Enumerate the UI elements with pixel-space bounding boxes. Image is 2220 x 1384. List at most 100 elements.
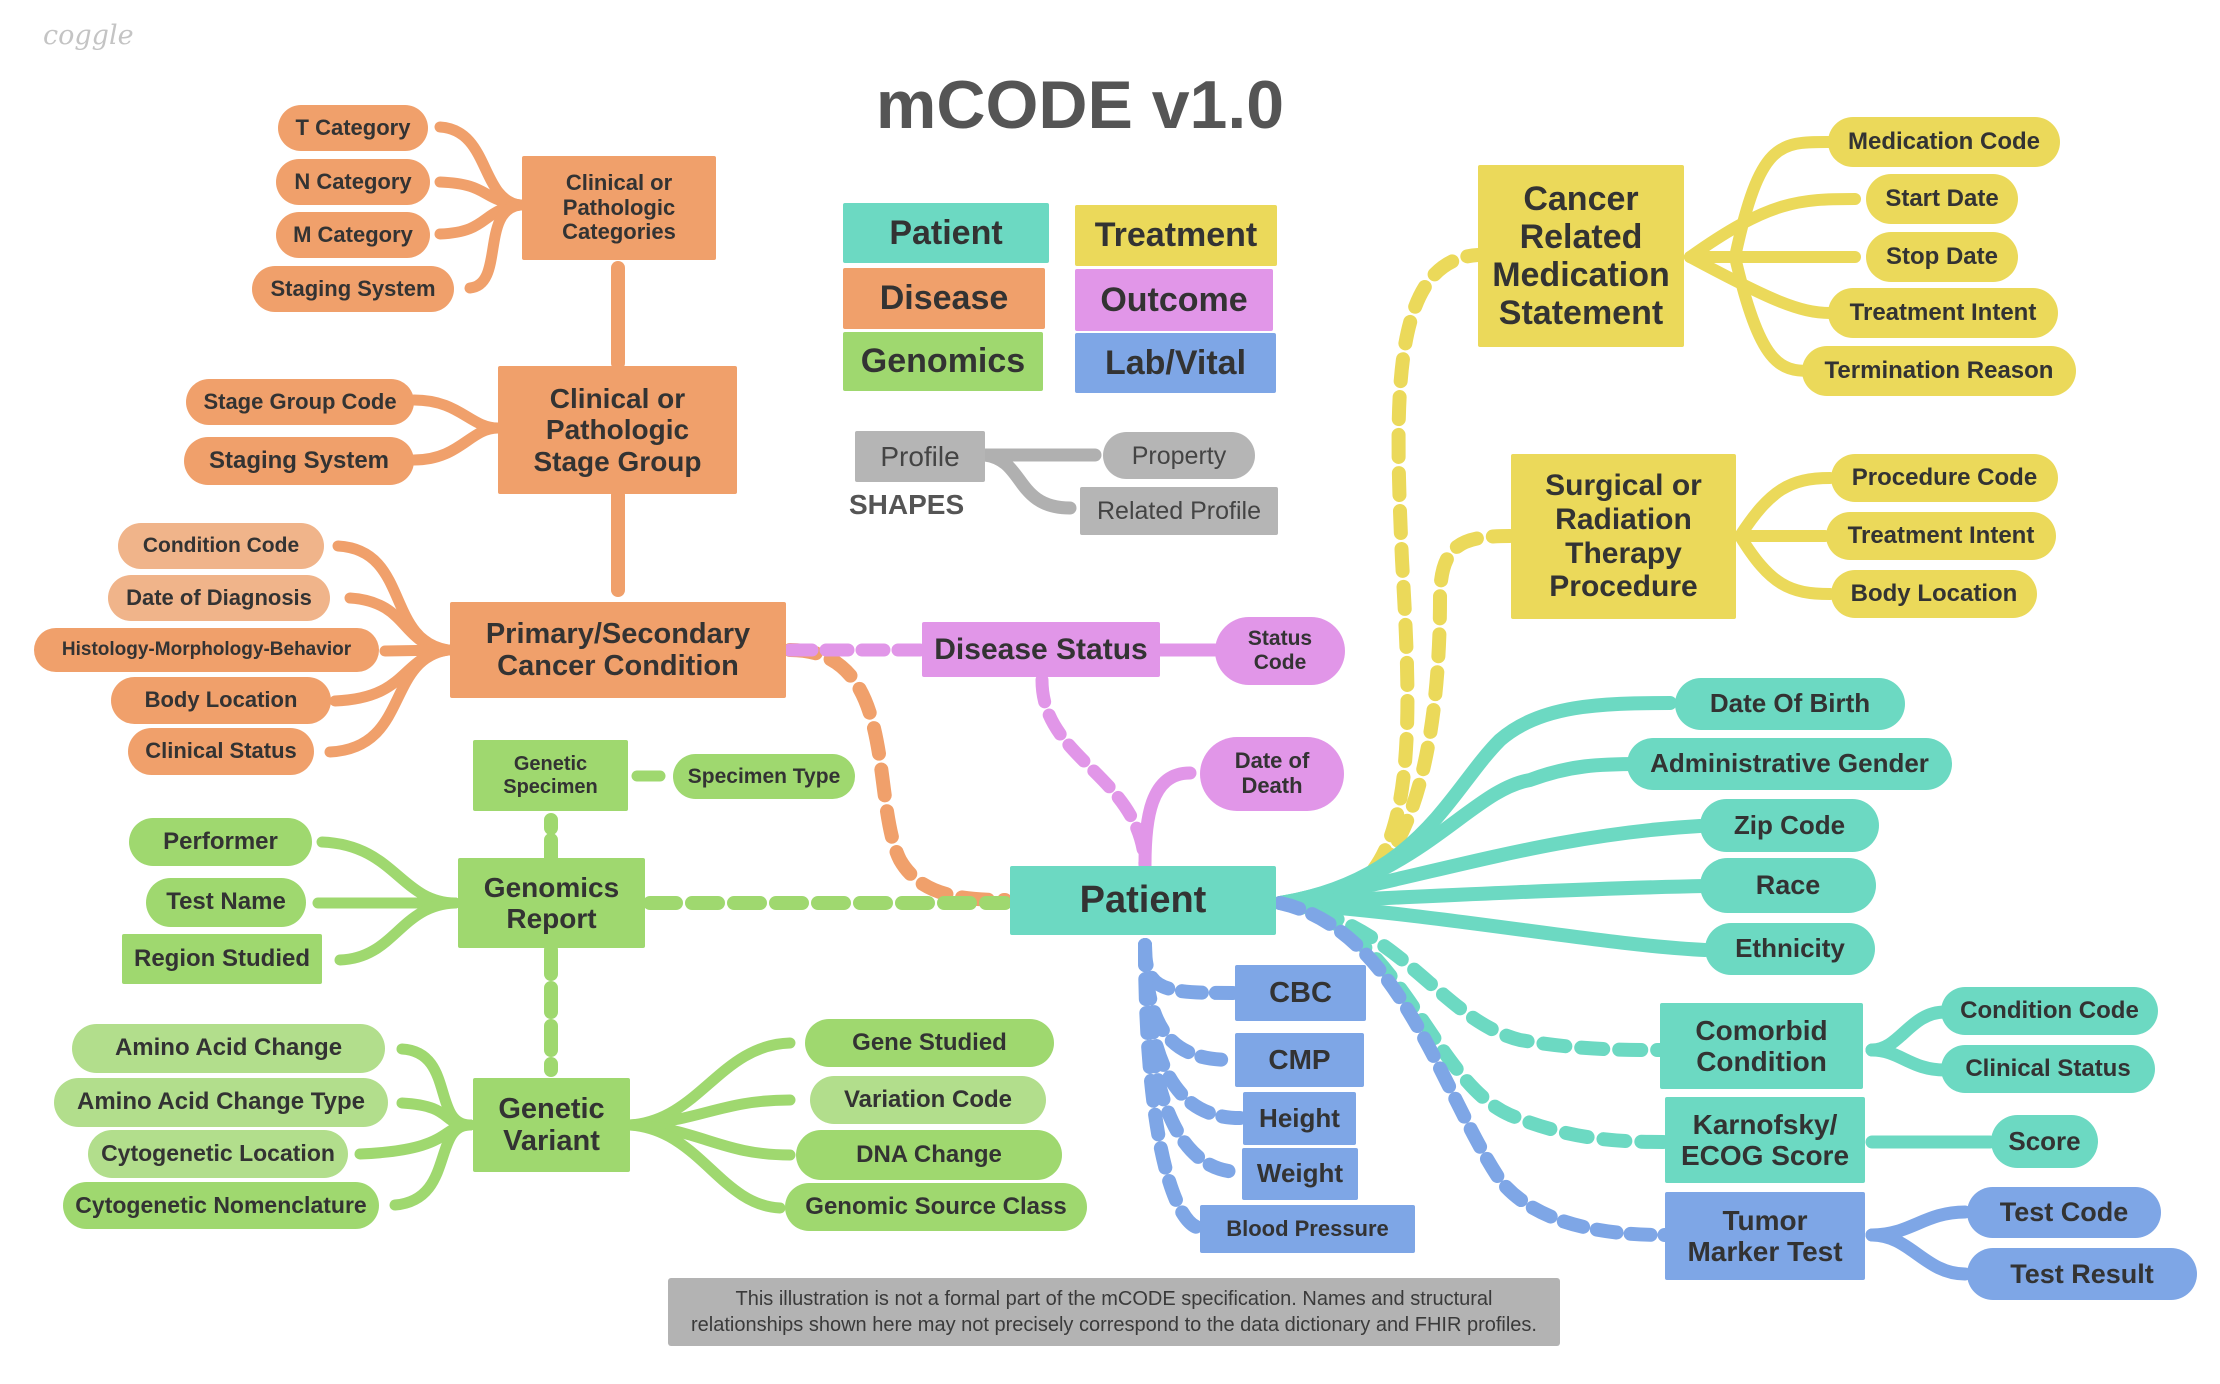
node-date-of-death[interactable]: Date of Death xyxy=(1200,737,1344,811)
node-test-code[interactable]: Test Code xyxy=(1967,1187,2161,1238)
node-cytogenetic-location[interactable]: Cytogenetic Location xyxy=(88,1130,348,1178)
node-termination-reason[interactable]: Termination Reason xyxy=(1802,346,2076,396)
legend-patient: Patient xyxy=(843,203,1049,263)
node-variation-code[interactable]: Variation Code xyxy=(810,1076,1046,1124)
node-procedure-code[interactable]: Procedure Code xyxy=(1831,454,2058,502)
node-comorbid-condition[interactable]: Comorbid Condition xyxy=(1660,1003,1863,1089)
edge-patient-cbc xyxy=(1138,938,1240,1000)
node-m-category[interactable]: M Category xyxy=(276,212,430,258)
node-zip-code[interactable]: Zip Code xyxy=(1700,799,1879,852)
node-stage-group-code[interactable]: Stage Group Code xyxy=(186,379,414,425)
node-administrative-gender[interactable]: Administrative Gender xyxy=(1627,738,1952,790)
edge-patient-surgical xyxy=(1338,529,1517,900)
node-amino-acid-change-type[interactable]: Amino Acid Change Type xyxy=(54,1078,388,1127)
edge-staging-system-2 xyxy=(408,422,504,466)
node-n-category[interactable]: N Category xyxy=(276,159,430,205)
node-performer[interactable]: Performer xyxy=(129,818,312,866)
node-stop-date[interactable]: Stop Date xyxy=(1866,232,2018,282)
node-treatment-intent-surgical[interactable]: Treatment Intent xyxy=(1826,512,2056,560)
node-status-code[interactable]: Status Code xyxy=(1215,617,1345,685)
node-tumor-marker-test[interactable]: Tumor Marker Test xyxy=(1665,1192,1865,1280)
node-clinical-pathologic-stage-group[interactable]: Clinical or Pathologic Stage Group xyxy=(498,366,737,494)
node-weight[interactable]: Weight xyxy=(1242,1148,1358,1200)
edge-administrative-gender xyxy=(1273,757,1647,910)
node-specimen-type[interactable]: Specimen Type xyxy=(673,754,855,799)
node-genetic-variant[interactable]: Genetic Variant xyxy=(473,1078,630,1172)
legend-related-profile-shape: Related Profile xyxy=(1080,487,1278,535)
legend-profile-shape: Profile xyxy=(855,431,985,482)
node-clinical-status-c[interactable]: Clinical Status xyxy=(1941,1045,2155,1093)
legend-shapes-label: SHAPES xyxy=(849,489,965,520)
legend-lab-vital: Lab/Vital xyxy=(1075,333,1276,393)
node-score[interactable]: Score xyxy=(1991,1115,2098,1168)
node-clinical-pathologic-categories[interactable]: Clinical or Pathologic Categories xyxy=(522,156,716,260)
node-test-result[interactable]: Test Result xyxy=(1967,1248,2197,1300)
edge-body-location-s xyxy=(1734,530,1836,600)
node-ethnicity[interactable]: Ethnicity xyxy=(1705,923,1875,975)
legend-genomics: Genomics xyxy=(843,332,1043,391)
edge-zip-code xyxy=(1273,819,1707,910)
edge-comorbid-clinical-status xyxy=(1865,1043,1952,1077)
legend-property-shape: Property xyxy=(1103,432,1255,479)
edge-cytogenetic-nomenclature xyxy=(389,1119,476,1211)
node-body-location-d[interactable]: Body Location xyxy=(111,677,331,724)
node-dna-change[interactable]: DNA Change xyxy=(796,1130,1062,1180)
node-primary-secondary-cancer-condition[interactable]: Primary/Secondary Cancer Condition xyxy=(450,602,786,698)
node-date-of-birth[interactable]: Date Of Birth xyxy=(1675,678,1905,730)
node-cancer-related-medication-statement[interactable]: Cancer Related Medication Statement xyxy=(1478,165,1684,347)
node-blood-pressure[interactable]: Blood Pressure xyxy=(1200,1205,1415,1253)
legend-edge-related xyxy=(978,448,1077,515)
node-start-date[interactable]: Start Date xyxy=(1866,174,2018,224)
node-staging-system-1[interactable]: Staging System xyxy=(252,266,454,312)
disclaimer-note: This illustration is not a formal part o… xyxy=(668,1278,1560,1346)
edge-date-of-death xyxy=(1138,766,1197,872)
node-condition-code-d[interactable]: Condition Code xyxy=(118,523,324,569)
page-title: mCODE v1.0 xyxy=(875,67,1285,143)
node-body-location-surgical[interactable]: Body Location xyxy=(1831,570,2037,618)
edge-disease-status-patient xyxy=(1035,673,1152,872)
node-region-studied[interactable]: Region Studied xyxy=(122,934,322,984)
edge-n-category xyxy=(434,176,526,211)
edge-tumor-test-result xyxy=(1865,1228,1972,1281)
node-genomics-report[interactable]: Genomics Report xyxy=(458,858,645,948)
edge-primary-patient xyxy=(783,643,1012,907)
edge-patient-medication xyxy=(1338,248,1485,900)
node-cbc[interactable]: CBC xyxy=(1235,965,1366,1021)
node-cytogenetic-nomenclature[interactable]: Cytogenetic Nomenclature xyxy=(63,1182,379,1229)
node-amino-acid-change[interactable]: Amino Acid Change xyxy=(72,1024,385,1073)
node-histology[interactable]: Histology-Morphology-Behavior xyxy=(34,628,379,672)
edge-region-studied xyxy=(334,897,461,966)
node-disease-status[interactable]: Disease Status xyxy=(922,622,1160,677)
edge-termination-reason xyxy=(1729,251,1816,377)
node-t-category[interactable]: T Category xyxy=(278,105,428,151)
edge-stage-group-code xyxy=(408,394,504,434)
node-staging-system-2[interactable]: Staging System xyxy=(184,437,414,485)
node-genetic-specimen[interactable]: Genetic Specimen xyxy=(473,740,628,811)
node-race[interactable]: Race xyxy=(1700,858,1876,913)
edge-race xyxy=(1273,879,1712,910)
node-cmp[interactable]: CMP xyxy=(1235,1033,1364,1087)
edge-ethnicity xyxy=(1273,896,1712,957)
node-date-of-diagnosis[interactable]: Date of Diagnosis xyxy=(108,575,330,621)
node-karnofsky-ecog-score[interactable]: Karnofsky/ ECOG Score xyxy=(1665,1097,1865,1183)
node-height[interactable]: Height xyxy=(1243,1092,1356,1145)
edge-treatment-intent-m xyxy=(1684,251,1836,319)
node-condition-code-c[interactable]: Condition Code xyxy=(1941,987,2158,1035)
edge-patient-comorbid xyxy=(1273,896,1667,1057)
edge-clinical-status-d xyxy=(324,644,454,758)
edge-patient-blood-pressure xyxy=(1138,938,1207,1235)
node-clinical-status-d[interactable]: Clinical Status xyxy=(128,728,314,775)
edge-variation-code xyxy=(624,1094,796,1131)
coggle-watermark: coggle xyxy=(43,20,134,51)
node-treatment-intent-medication[interactable]: Treatment Intent xyxy=(1828,288,2058,338)
edge-start-date xyxy=(1684,193,1861,263)
node-gene-studied[interactable]: Gene Studied xyxy=(805,1019,1054,1067)
node-genomic-source-class[interactable]: Genomic Source Class xyxy=(785,1183,1087,1231)
edge-performer xyxy=(316,836,461,909)
legend-outcome: Outcome xyxy=(1075,269,1273,331)
node-surgical-radiation-procedure[interactable]: Surgical or Radiation Therapy Procedure xyxy=(1511,454,1736,619)
node-medication-code[interactable]: Medication Code xyxy=(1828,117,2060,167)
node-patient[interactable]: Patient xyxy=(1010,866,1276,935)
node-test-name[interactable]: Test Name xyxy=(146,878,306,927)
